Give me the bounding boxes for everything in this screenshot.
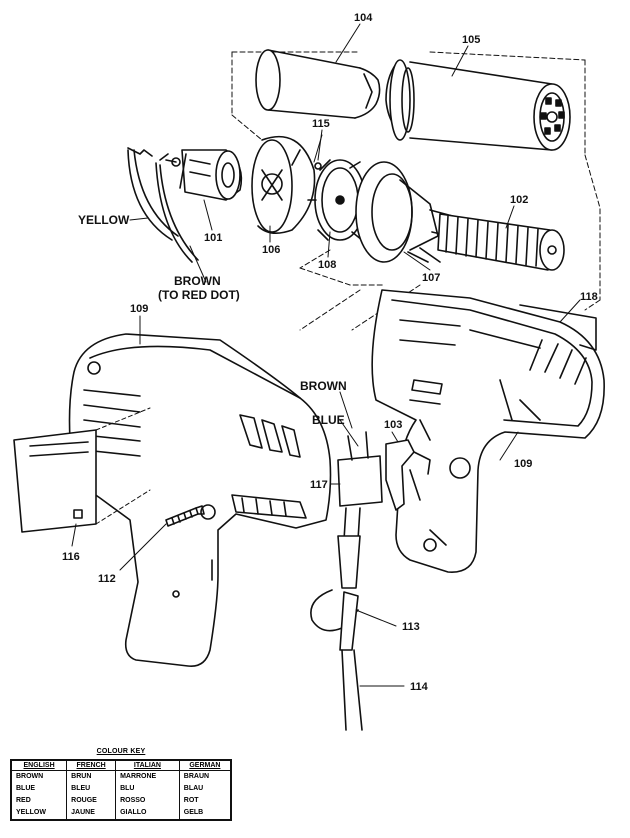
part-104-inner-tube [255, 49, 381, 119]
colour-key-row: YELLOW JAUNE GIALLO GELB [10, 807, 232, 821]
colour-key-cell: ROSSO [115, 795, 180, 807]
part-117-switch [337, 431, 383, 541]
label-part-117: 117 [310, 479, 328, 491]
part-102-heating-element [437, 213, 565, 271]
colour-key-cell: YELLOW [10, 807, 68, 821]
part-107-deflector [355, 161, 461, 263]
part-106-fan-housing [251, 135, 316, 234]
colour-key-cell: GELB [178, 807, 232, 821]
label-part-118: 118 [580, 291, 598, 303]
colour-key-cell: ROUGE [66, 795, 117, 807]
part-118-housing-right [371, 289, 605, 573]
colour-key: COLOUR KEY ENGLISH FRENCH ITALIAN GERMAN… [8, 748, 234, 821]
label-part-107: 107 [422, 272, 440, 284]
label-part-106: 106 [262, 244, 280, 256]
assembly-dashed-outline [231, 51, 601, 331]
part-101-motor [165, 149, 243, 201]
label-part-115: 115 [312, 118, 330, 130]
label-part-109-upper: 109 [130, 303, 148, 315]
part-105-outer-tube [385, 59, 571, 151]
label-wire-brown: BROWN [174, 274, 221, 288]
colour-key-cell: BLUE [10, 783, 68, 795]
label-part-109-lower: 109 [514, 458, 532, 470]
colour-key-header: ITALIAN [115, 759, 180, 771]
part-116-rating-plate [13, 407, 151, 533]
leader-lines [71, 23, 581, 687]
label-part-102: 102 [510, 194, 528, 206]
colour-key-cell: BRUN [66, 770, 117, 783]
colour-key-cell: BLAU [178, 783, 232, 795]
colour-key-cell: RED [10, 795, 68, 807]
colour-key-row: BLUE BLEU BLU BLAU [10, 783, 232, 795]
label-part-101: 101 [204, 232, 222, 244]
colour-key-cell: BLU [115, 783, 180, 795]
part-112-screw [165, 505, 205, 527]
colour-key-title: COLOUR KEY [96, 748, 146, 755]
label-wire-brown-note: (TO RED DOT) [158, 288, 240, 302]
colour-key-header: FRENCH [66, 759, 117, 771]
label-part-104: 104 [354, 12, 373, 24]
colour-key-cell: BLEU [66, 783, 117, 795]
label-part-116: 116 [62, 551, 80, 563]
part-103-trigger [385, 439, 431, 511]
colour-key-cell: ROT [178, 795, 232, 807]
colour-key-row: BROWN BRUN MARRONE BRAUN [10, 770, 232, 783]
wire-terminals [127, 147, 199, 263]
part-108-fan [307, 159, 373, 241]
label-wire-yellow: YELLOW [78, 213, 130, 227]
label-part-108: 108 [318, 259, 336, 271]
colour-key-cell: JAUNE [66, 807, 117, 821]
label-part-112: 112 [98, 573, 116, 585]
label-wire-brown-switch: BROWN [300, 379, 347, 393]
part-113-strain-relief [310, 535, 361, 651]
label-part-103: 103 [384, 419, 402, 431]
label-part-105: 105 [462, 34, 480, 46]
colour-key-row: RED ROUGE ROSSO ROT [10, 795, 232, 807]
colour-key-cell: MARRONE [115, 770, 180, 783]
colour-key-table: ENGLISH FRENCH ITALIAN GERMAN BROWN BRUN… [10, 759, 232, 821]
part-109-housing-left [68, 333, 332, 667]
colour-key-cell: BROWN [10, 770, 68, 783]
colour-key-header: ENGLISH [10, 759, 68, 771]
colour-key-cell: GIALLO [115, 807, 180, 821]
colour-key-cell: BRAUN [178, 770, 232, 783]
label-part-114: 114 [410, 681, 429, 693]
colour-key-header-row: ENGLISH FRENCH ITALIAN GERMAN [10, 759, 232, 771]
label-part-113: 113 [402, 621, 420, 633]
colour-key-header: GERMAN [178, 759, 232, 771]
label-wire-blue: BLUE [312, 413, 345, 427]
part-114-mains-cord [341, 649, 363, 731]
